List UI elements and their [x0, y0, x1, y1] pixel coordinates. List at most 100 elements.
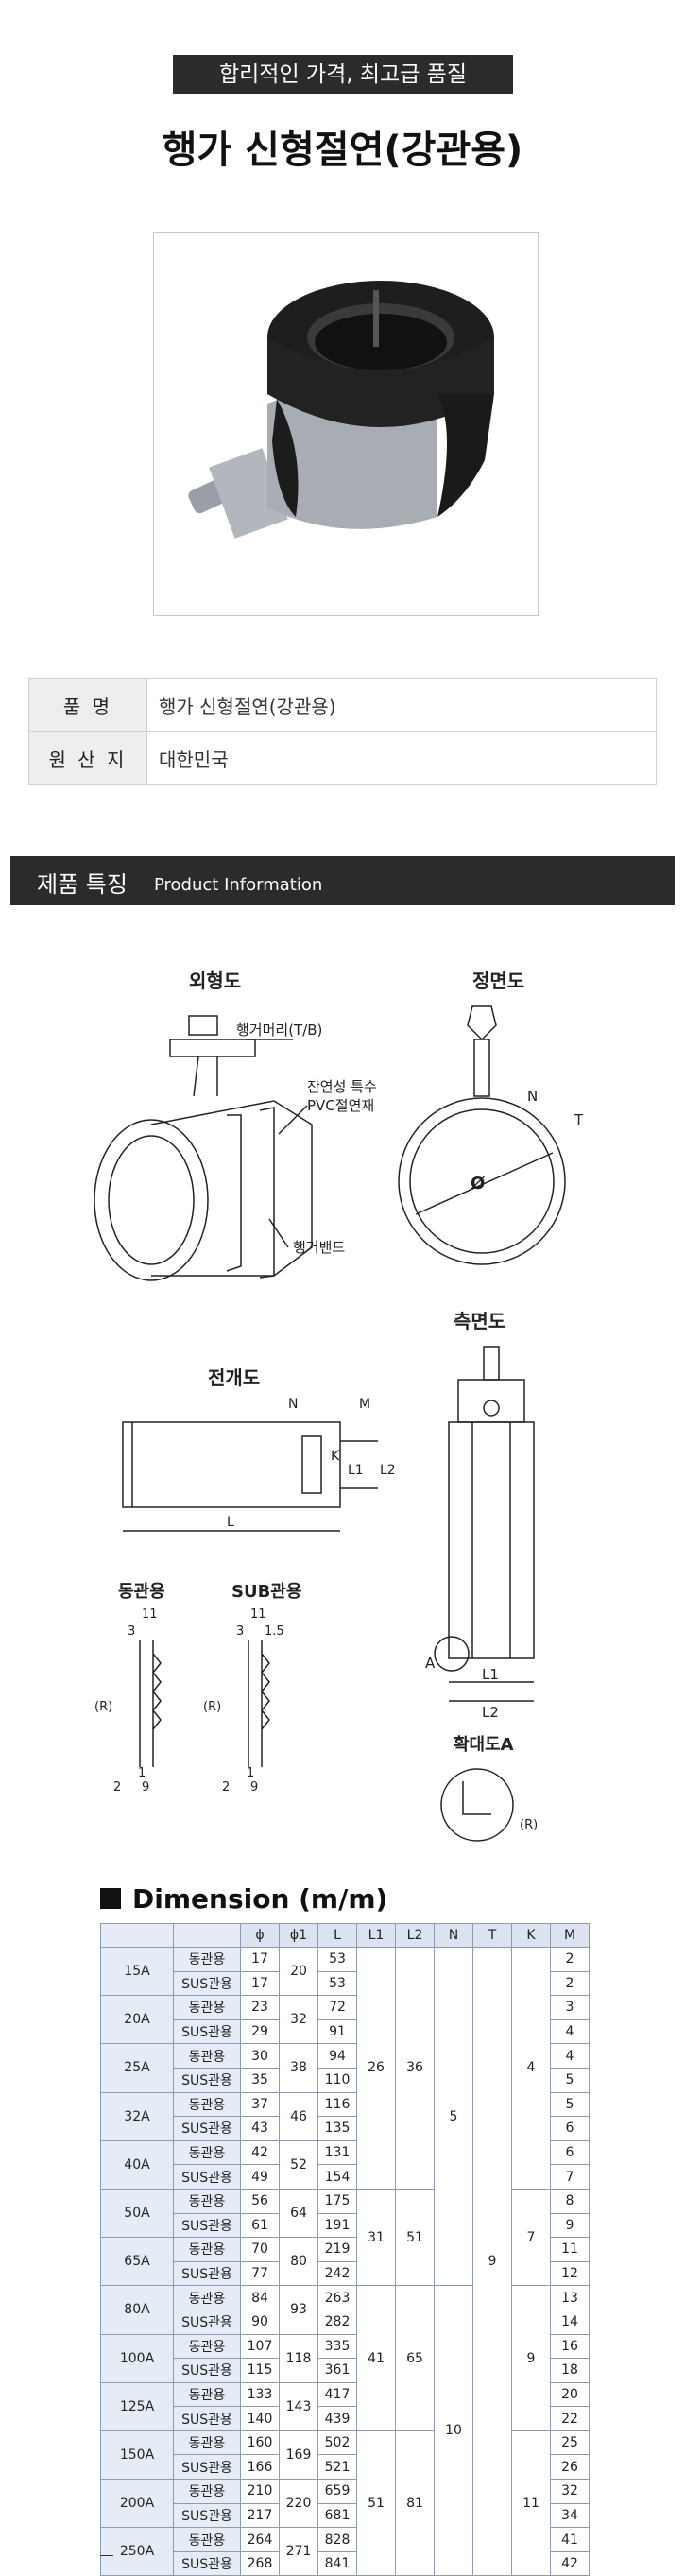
m-cell: 3: [550, 1995, 590, 2020]
m-cell: 18: [550, 2358, 590, 2383]
phi1-cell: 169: [279, 2430, 318, 2481]
l2-cell: 81: [395, 2430, 435, 2576]
l-cell: 175: [317, 2188, 357, 2214]
pvc-label-2: PVC절연재: [307, 1097, 374, 1114]
l-cell: 219: [317, 2237, 357, 2262]
l1-cell: 51: [356, 2430, 396, 2576]
phi1-cell: 52: [279, 2139, 318, 2190]
t-label: T: [574, 1111, 584, 1128]
m-cell: 2: [550, 1970, 590, 1997]
divider: [100, 2555, 113, 2556]
m-cell: 16: [550, 2333, 590, 2360]
header-k: K: [511, 1923, 551, 1948]
dimension-title: Dimension (m/m): [100, 1883, 387, 1915]
l-cell: 53: [317, 1970, 357, 1997]
l-cell: 53: [317, 1947, 357, 1972]
material-cell: SUS관용: [173, 1970, 241, 1997]
m-cell: 9: [550, 2212, 590, 2239]
size-cell: 20A: [100, 1995, 174, 2045]
material-cell: 동관용: [173, 2381, 241, 2408]
m-cell: 32: [550, 2479, 590, 2504]
phi-cell: 210: [240, 2479, 280, 2504]
m-cell: 26: [550, 2454, 590, 2481]
m-cell: 8: [550, 2188, 590, 2214]
m-cell: 4: [550, 2043, 590, 2069]
size-cell: 15A: [100, 1946, 174, 1997]
size-cell: 150A: [100, 2430, 174, 2481]
k-cell: 11: [511, 2430, 551, 2576]
technical-drawing: 외형도 행거머리(T/B) 잔연성 특수 PVC절연재 행거밴드 정면도 Ø N…: [94, 970, 584, 1842]
phi-cell: 17: [240, 1970, 280, 1997]
side-l2-label: L2: [482, 1704, 499, 1721]
material-cell: 동관용: [173, 2237, 241, 2262]
m-cell: 13: [550, 2285, 590, 2310]
l-cell: 282: [317, 2309, 357, 2335]
material-cell: 동관용: [173, 2479, 241, 2504]
copper-3-label: 3: [128, 1624, 135, 1639]
dev-n-label: N: [288, 1397, 298, 1412]
header-n: N: [434, 1923, 473, 1948]
k-cell: 4: [511, 1947, 551, 2190]
l-cell: 263: [317, 2285, 357, 2310]
dimension-title-text: Dimension (m/m): [132, 1883, 388, 1915]
size-cell: 125A: [100, 2381, 174, 2431]
phi-cell: 140: [240, 2406, 280, 2431]
phi1-cell: 32: [279, 1995, 318, 2045]
phi-cell: 49: [240, 2164, 280, 2190]
l-cell: 94: [317, 2043, 357, 2069]
outer-view-label: 외형도: [189, 970, 241, 992]
sub-3-label: 3: [236, 1624, 244, 1639]
m-cell: 6: [550, 2139, 590, 2166]
phi-cell: 84: [240, 2285, 280, 2310]
sub-15-label: 1.5: [265, 1624, 284, 1639]
l-cell: 439: [317, 2406, 357, 2431]
phi1-cell: 143: [279, 2381, 318, 2431]
l-cell: 361: [317, 2358, 357, 2383]
phi-cell: 17: [240, 1947, 280, 1972]
spec-table: 품 명 행가 신형절연(강관용) 원 산 지 대한민국: [28, 678, 657, 785]
spec-label: 원 산 지: [28, 731, 147, 785]
l-cell: 191: [317, 2212, 357, 2239]
copper-9-label: 9: [142, 1780, 149, 1795]
l-cell: 828: [317, 2527, 357, 2552]
dev-l2-label: L2: [380, 1463, 396, 1478]
material-cell: SUS관용: [173, 2454, 241, 2481]
m-cell: 22: [550, 2406, 590, 2431]
m-cell: 41: [550, 2527, 590, 2552]
phi-cell: 37: [240, 2091, 280, 2118]
sub-9-label: 9: [250, 1780, 258, 1795]
size-cell: 65A: [100, 2237, 174, 2287]
phi-cell: 43: [240, 2116, 280, 2141]
sub-2-label: 2: [222, 1780, 230, 1795]
spec-value: 행가 신형절연(강관용): [146, 678, 657, 732]
material-cell: SUS관용: [173, 2067, 241, 2093]
l-cell: 417: [317, 2381, 357, 2408]
phi1-cell: 220: [279, 2479, 318, 2529]
l-cell: 242: [317, 2260, 357, 2287]
copper-11-label: 11: [142, 1607, 158, 1622]
size-cell: 40A: [100, 2139, 174, 2190]
m-cell: 6: [550, 2116, 590, 2141]
section-title-ko: 제품 특징: [37, 871, 128, 898]
l1-cell: 31: [356, 2188, 396, 2287]
phi-cell: 133: [240, 2381, 280, 2408]
side-view-label: 측면도: [454, 1310, 505, 1332]
square-bullet-icon: [100, 1888, 121, 1909]
front-view-label: 정면도: [472, 970, 524, 992]
l-cell: 502: [317, 2430, 357, 2456]
material-cell: SUS관용: [173, 2018, 241, 2045]
phi1-cell: 80: [279, 2237, 318, 2287]
side-l1-label: L1: [482, 1666, 499, 1683]
material-cell: SUS관용: [173, 2406, 241, 2431]
